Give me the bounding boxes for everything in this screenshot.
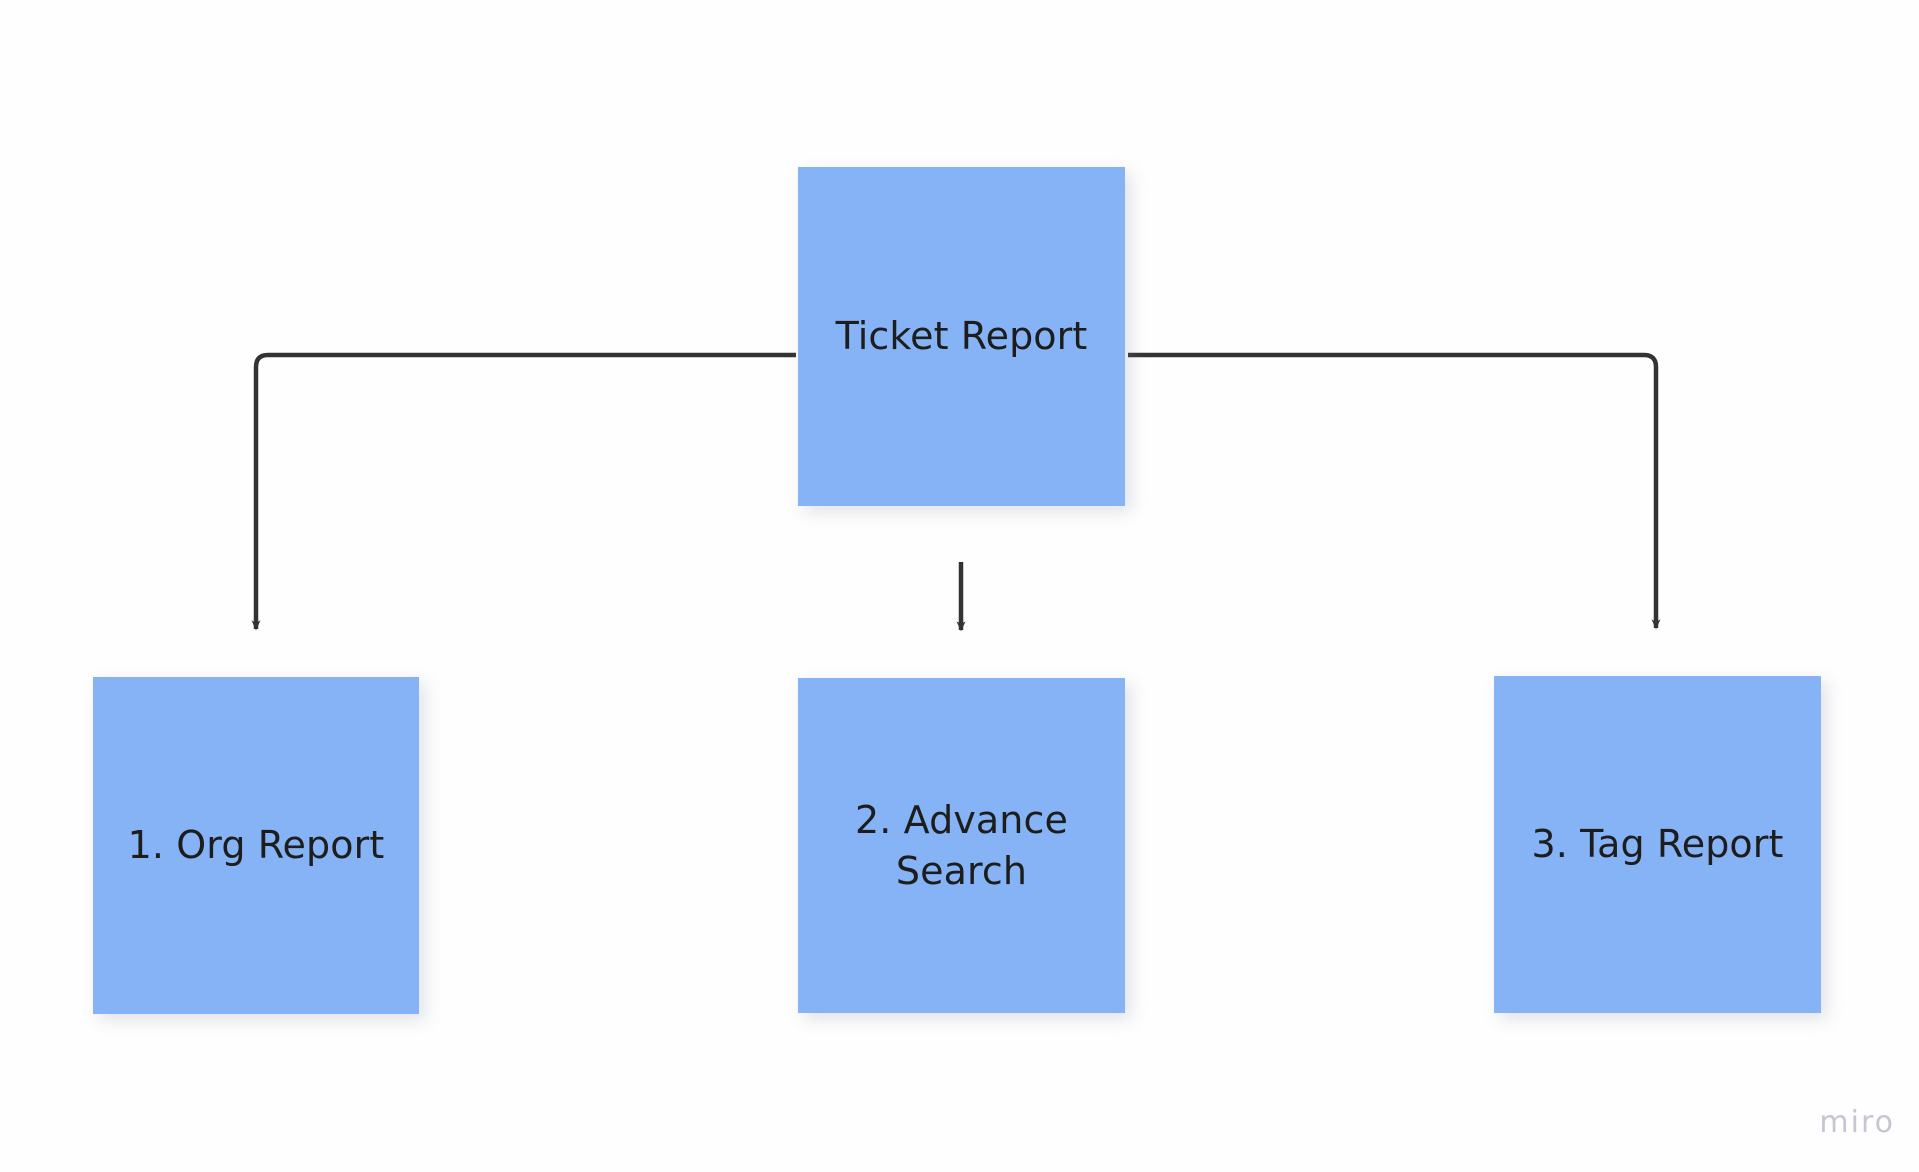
node-advance-search[interactable]: 2. Advance Search — [798, 678, 1125, 1013]
node-ticket-report[interactable]: Ticket Report — [798, 167, 1125, 506]
edge-ticket-report-to-org-report — [251, 352, 796, 631]
node-ticket-report-label: Ticket Report — [835, 314, 1088, 359]
node-tag-report[interactable]: 3. Tag Report — [1494, 676, 1821, 1013]
miro-watermark: miro — [1819, 1105, 1895, 1140]
node-org-report[interactable]: 1. Org Report — [93, 677, 419, 1014]
node-advance-search-label: 2. Advance Search — [855, 798, 1068, 893]
node-tag-report-label: 3. Tag Report — [1531, 822, 1784, 867]
edge-ticket-report-to-tag-report — [1128, 352, 1661, 630]
node-org-report-label: 1. Org Report — [127, 823, 385, 868]
